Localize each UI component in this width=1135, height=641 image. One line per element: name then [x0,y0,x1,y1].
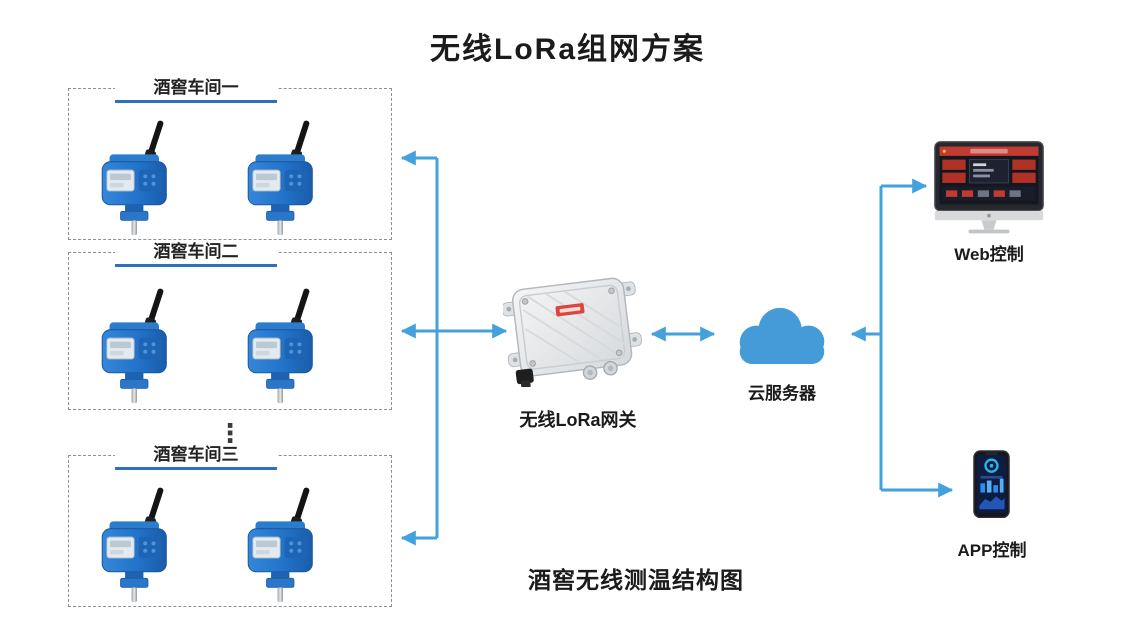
page-title: 无线LoRa组网方案 [430,33,705,66]
gateway-label: 无线LoRa网关 [519,410,637,430]
gateway-device [501,272,645,392]
sensor-icon [247,118,313,236]
gateway-icon [501,277,642,389]
workshop-3-label: 酒窖车间三 [115,445,277,470]
ellipsis-indicator: ⋮ [217,418,243,448]
app-control-label: APP控制 [957,541,1027,560]
sensor-icon [101,286,167,404]
cloud-server [723,303,841,373]
sensor-icon [247,485,313,603]
diagram-caption: 酒窖无线测温结构图 [528,567,744,593]
web-endpoint [933,140,1045,240]
cloud-label: 云服务器 [748,384,816,403]
workshop-box-2: 酒窖车间二 [68,242,392,410]
sensor-icon [101,118,167,236]
cloud-icon [739,307,825,364]
workshop-1-label: 酒窖车间一 [115,78,277,103]
workshop-2-label: 酒窖车间二 [115,242,277,267]
web-control-label: Web控制 [954,245,1024,264]
workshop-box-1: 酒窖车间一 [68,78,392,240]
sensor-icon [101,485,167,603]
phone-icon [973,450,1010,519]
app-endpoint [973,450,1010,523]
sensor-icon [247,286,313,404]
workshop-box-3: 酒窖车间三 [68,445,392,607]
monitor-icon [934,141,1044,234]
